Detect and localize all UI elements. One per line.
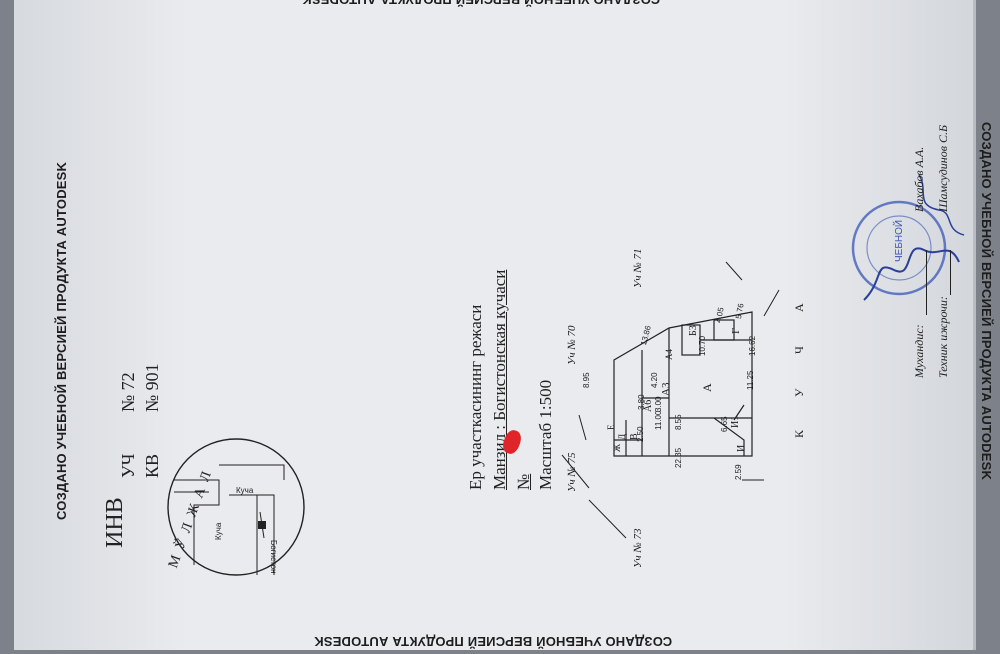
plan-title: Ер участкасининг режаси	[466, 304, 485, 490]
uch-value: № 72	[118, 372, 138, 412]
dim-6: 10.70	[698, 335, 707, 356]
kv-label: КВ	[142, 453, 162, 478]
neighbor-71: Уч № 71	[632, 248, 644, 288]
plan-address: Манзил : Богистонская кучаси	[490, 269, 509, 490]
dim-16: 4.20	[650, 372, 659, 388]
room-a: А	[700, 383, 714, 392]
watermark-bottom: СОЗДАНО УЧЕБНОЙ ВЕРСИЕЙ ПРОДУКТА AUTODES…	[314, 634, 673, 649]
street-letter-4: А	[792, 303, 806, 312]
plan-number: №	[514, 473, 533, 490]
locator-street-1: Куча	[214, 522, 223, 540]
dim-15: 3.00	[654, 396, 663, 412]
locator-street-2: Куча	[236, 486, 254, 495]
dim-12: 22.35	[674, 447, 683, 468]
engineer-role: Мухандис:	[912, 324, 926, 378]
dim-9: 3.80	[637, 394, 646, 410]
dim-13: 2.59	[734, 464, 743, 480]
watermark-top: СОЗДАНО УЧЕБНОЙ ВЕРСИЕЙ ПРОДУКТА AUTODES…	[302, 0, 660, 7]
engineer-name: Вахабов А.А.	[912, 146, 926, 212]
dim-5: 11.25	[746, 370, 755, 390]
neighbor-70: Уч № 70	[566, 325, 578, 365]
neighbor-75: Уч № 75	[566, 452, 578, 492]
room-i1: И1	[730, 415, 741, 428]
room-a4: А4	[664, 349, 674, 360]
tech-name: Шамсудинов С.Б	[936, 124, 950, 212]
dim-10: 8.55	[674, 414, 683, 430]
street-letter-1: К	[792, 429, 806, 438]
street-letter-2: У	[792, 388, 806, 398]
uch-label: УЧ	[118, 453, 138, 478]
locator-street-3: Богистон	[269, 540, 278, 574]
room-b3: Б3	[688, 325, 699, 336]
tech-role: Техник ижрочи:	[936, 296, 950, 378]
neighbor-73: Уч № 73	[632, 528, 644, 568]
kv-value: № 901	[142, 363, 162, 412]
room-zh: Ж	[612, 443, 622, 452]
stamp-text: ЧЕБНОЙ	[894, 219, 905, 262]
inv-label: ИНВ	[102, 497, 128, 548]
dim-14: 2.50	[636, 426, 645, 442]
dim-11: 6.65	[720, 416, 729, 432]
room-i: И	[736, 444, 747, 452]
room-e: Е	[606, 424, 616, 431]
dim-8: 11.00	[654, 410, 663, 430]
document-sheet: СОЗДАНО УЧЕБНОЙ ВЕРСИЕЙ ПРОДУКТА AUTODES…	[14, 0, 994, 650]
dim-7: 16.62	[748, 335, 757, 356]
street-letter-3: Ч	[792, 346, 806, 354]
tech-signature-line	[950, 250, 951, 295]
room-g: Г	[730, 327, 742, 334]
dim-4: 8.95	[582, 372, 591, 388]
room-a3: А3	[660, 382, 672, 396]
plan-scale: Масштаб 1:500	[536, 379, 555, 490]
engineer-signature-line	[926, 250, 927, 315]
watermark-right: СОЗДАНО УЧЕБНОЙ ВЕРСИЕЙ ПРОДУКТА AUTODES…	[979, 122, 994, 481]
watermark-left: СОЗДАНО УЧЕБНОЙ ВЕРСИЕЙ ПРОДУКТА AUTODES…	[54, 161, 69, 520]
room-d: Д	[617, 433, 627, 440]
